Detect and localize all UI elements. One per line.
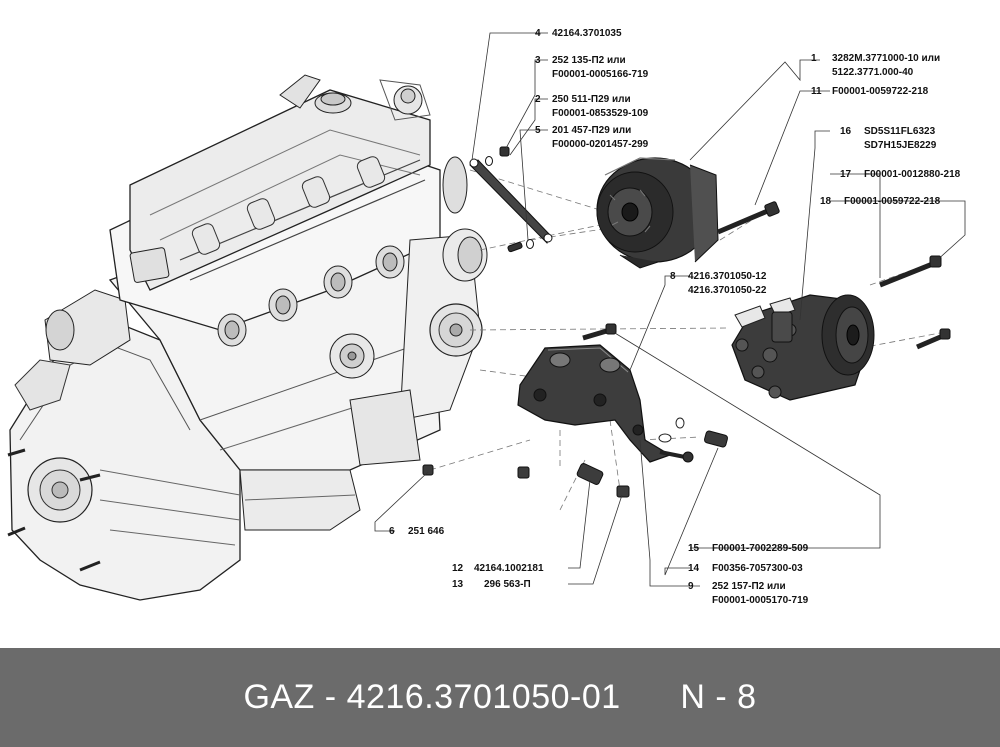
- ac-compressor: [731, 294, 875, 401]
- position-label: N: [680, 678, 706, 716]
- part-number-banner: GAZ - 4216.3701050-01 N - 8: [0, 648, 1000, 747]
- callout-13-label: 296 563-П: [484, 579, 531, 590]
- callout-17-number: 17: [840, 169, 852, 180]
- callout-16-number: 16: [840, 126, 852, 137]
- callout-4-label: 42164.3701035: [552, 28, 622, 39]
- bolt-11: [717, 201, 780, 235]
- mounting-bracket: [517, 344, 672, 463]
- callout-9-number: 9: [688, 581, 694, 592]
- callout-5-number: 5: [535, 125, 541, 136]
- alternator: [596, 157, 719, 269]
- callout-16-label-line1: SD5S11FL6323: [864, 126, 936, 137]
- callout-3-label-line1: 252 135-П2 или: [552, 55, 626, 66]
- callout-1-label-line1: 3282M.3771000-10 или: [832, 53, 941, 64]
- callout-17-label: F00001-0012880-218: [864, 169, 961, 180]
- callout-5-label-line1: 201 457-П29 или: [552, 125, 632, 136]
- callout-14-number: 14: [688, 563, 700, 574]
- bracket-strip: [469, 158, 553, 244]
- callout-6-label: 251 646: [408, 526, 445, 537]
- brand-name: GAZ: [243, 678, 315, 716]
- callout-18-label: F00001-0059722-218: [844, 196, 941, 207]
- callout-1-label-line2: 5122.3771.000-40: [832, 67, 914, 78]
- part-number: 4216.3701050-01: [346, 678, 621, 716]
- callout-6-number: 6: [389, 526, 395, 537]
- callout-15-label: F00001-7002289-509: [712, 543, 809, 554]
- callout-11-number: 11: [811, 86, 822, 97]
- callout-2-label-line1: 250 511-П29 или: [552, 94, 631, 105]
- separator: -: [314, 678, 347, 716]
- callout-11-label: F00001-0059722-218: [832, 86, 929, 97]
- position-number: 8: [737, 678, 757, 716]
- callout-4-number: 4: [535, 28, 541, 39]
- callout-8-number: 8: [670, 271, 676, 282]
- callout-12-label: 42164.1002181: [474, 563, 544, 574]
- callout-3-label-line2: F00001-0005166-719: [552, 69, 649, 80]
- callout-14-label: F00356-7057300-03: [712, 563, 803, 574]
- callout-13-number: 13: [452, 579, 464, 590]
- callout-2-label-line2: F00001-0853529-109: [552, 108, 649, 119]
- callout-12-number: 12: [452, 563, 464, 574]
- callout-8-label-line1: 4216.3701050-12: [688, 271, 767, 282]
- callout-5-label-line2: F00000-0201457-299: [552, 139, 649, 150]
- callout-3-number: 3: [535, 55, 541, 66]
- engine-assembly: [7, 74, 488, 601]
- callout-18-number: 18: [820, 196, 832, 207]
- callout-9-label-line1: 252 157-П2 или: [712, 581, 786, 592]
- separator: -: [705, 678, 738, 716]
- callout-2-number: 2: [535, 94, 541, 105]
- gap: [621, 678, 681, 717]
- exploded-view-drawing: [7, 32, 966, 601]
- callout-1-number: 1: [811, 53, 817, 64]
- callout-8-label-line2: 4216.3701050-22: [688, 285, 767, 296]
- callout-9-label-line2: F00001-0005170-719: [712, 595, 809, 606]
- callout-15-number: 15: [688, 543, 700, 554]
- callout-16-label-line2: SD7H15JE8229: [864, 140, 937, 151]
